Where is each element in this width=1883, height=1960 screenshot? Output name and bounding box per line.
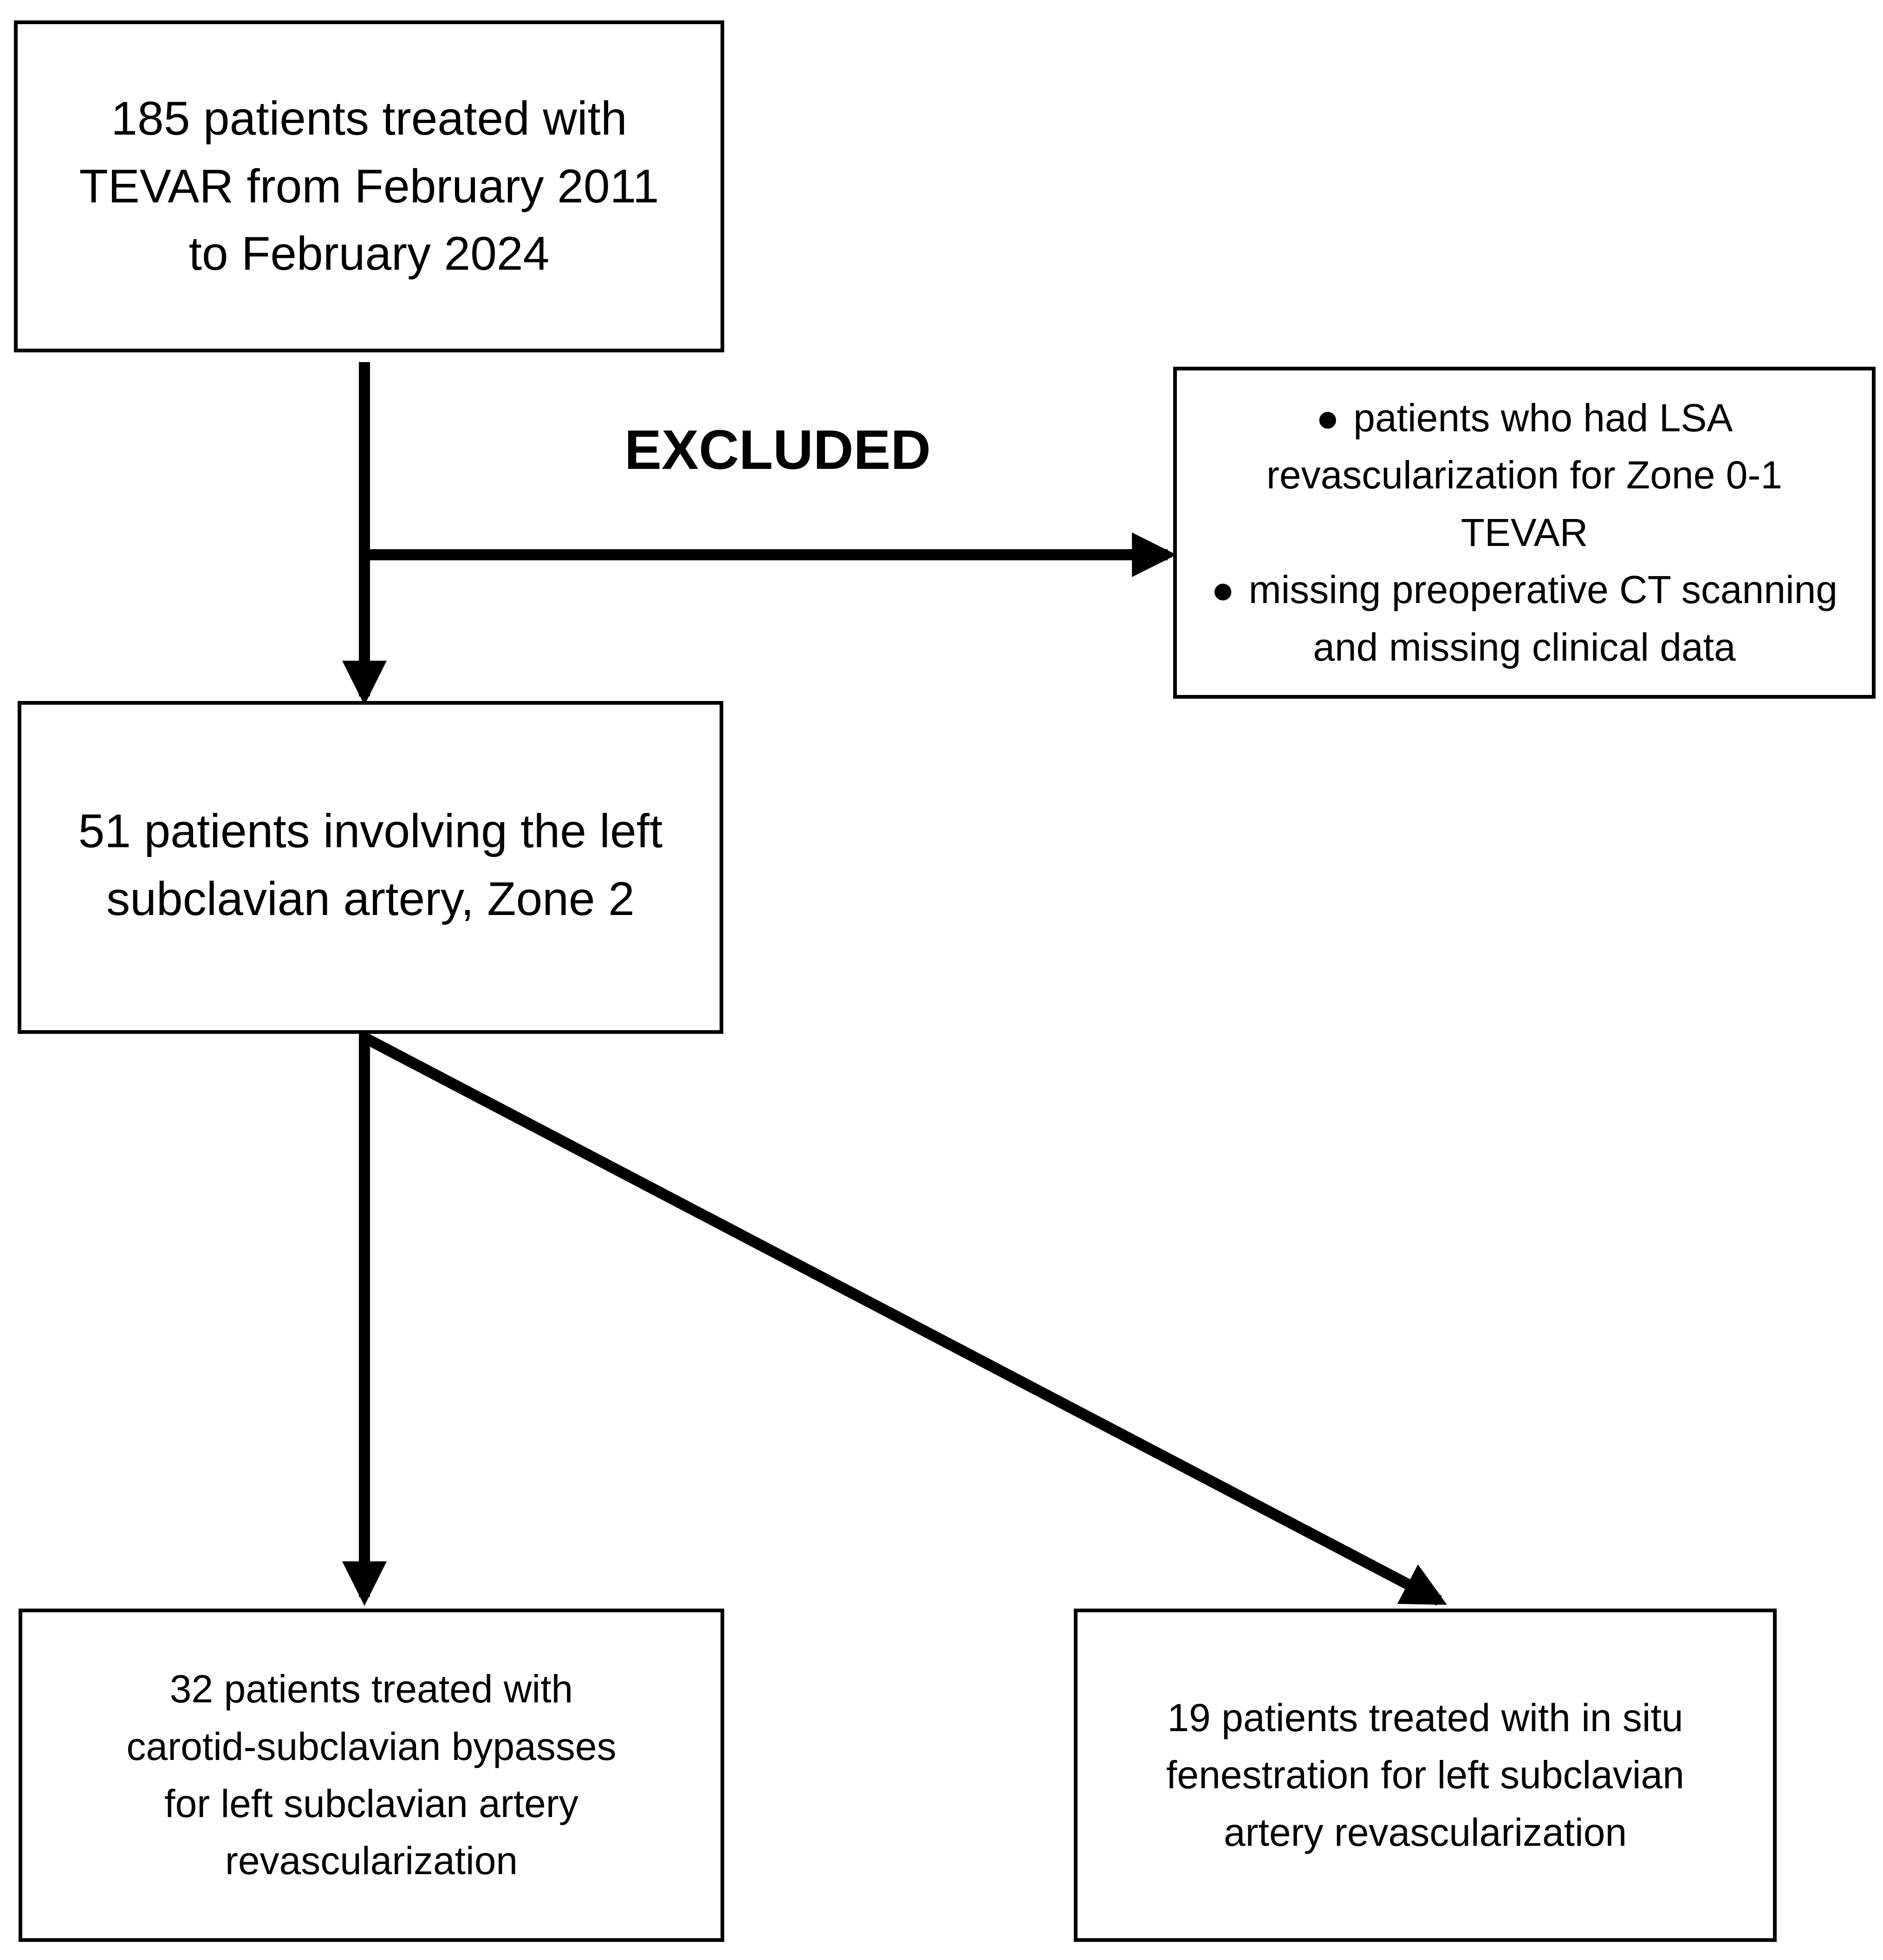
- total-patients-line-1: 185 patients treated with: [111, 91, 627, 145]
- zone2-patients-text: 51 patients involving the left subclavia…: [78, 798, 663, 933]
- zone2-line-2: subclavian artery, Zone 2: [106, 872, 635, 925]
- exclusion-item-missing-text-1: missing preoperative CT scanning: [1248, 568, 1838, 612]
- fenestration-line-2: fenestration for left subclavian: [1166, 1753, 1684, 1797]
- bypass-line-2: carotid-subclavian bypasses: [126, 1724, 617, 1768]
- fenestration-line-3: artery revascularization: [1223, 1810, 1627, 1854]
- box-fenestration-patients: 19 patients treated with in situ fenestr…: [1074, 1609, 1777, 1942]
- exclusion-item-lsa-line-3: TEVAR: [1461, 510, 1588, 554]
- exclusion-item-lsa-text-1: patients who had LSA: [1353, 396, 1733, 440]
- total-patients-line-3: to February 2024: [188, 227, 550, 280]
- zone2-line-1: 51 patients involving the left: [78, 805, 663, 857]
- connector-zone2-to-fenestration: [362, 1032, 1448, 1606]
- total-patients-line-2: TEVAR from February 2011: [79, 159, 659, 213]
- bypass-line-1: 32 patients treated with: [169, 1667, 573, 1711]
- exclusion-list: ● patients who had LSA revascularization …: [1202, 389, 1847, 676]
- box-zone2-patients: 51 patients involving the left subclavia…: [18, 701, 723, 1034]
- bullet-icon: ●: [1211, 568, 1235, 612]
- box-total-patients: 185 patients treated with TEVAR from Feb…: [14, 20, 724, 352]
- fenestration-patients-text: 19 patients treated with in situ fenestr…: [1166, 1689, 1684, 1861]
- exclusion-item-missing-line-2: and missing clinical data: [1313, 625, 1736, 669]
- excluded-label: EXCLUDED: [624, 419, 931, 481]
- box-bypass-patients: 32 patients treated with carotid-subclav…: [19, 1609, 724, 1942]
- bypass-patients-text: 32 patients treated with carotid-subclav…: [126, 1661, 616, 1890]
- bullet-icon: ●: [1316, 396, 1340, 440]
- exclusion-item-missing-data: ● missing preoperative CT scanning and mi…: [1202, 561, 1847, 676]
- exclusion-item-lsa-line-2: revascularization for Zone 0-1: [1266, 453, 1783, 497]
- exclusion-item-lsa: ● patients who had LSA revascularization …: [1202, 389, 1847, 561]
- exclusion-item-lsa-line-1: ● patients who had LSA: [1211, 389, 1838, 447]
- total-patients-text: 185 patients treated with TEVAR from Feb…: [79, 85, 659, 288]
- exclusion-item-missing-line-1: ● missing preoperative CT scanning: [1211, 561, 1838, 618]
- bypass-line-4: revascularization: [225, 1839, 518, 1883]
- fenestration-line-1: 19 patients treated with in situ: [1167, 1695, 1683, 1739]
- box-exclusion-criteria: ● patients who had LSA revascularization …: [1173, 367, 1876, 699]
- bypass-line-3: for left subclavian artery: [164, 1782, 578, 1825]
